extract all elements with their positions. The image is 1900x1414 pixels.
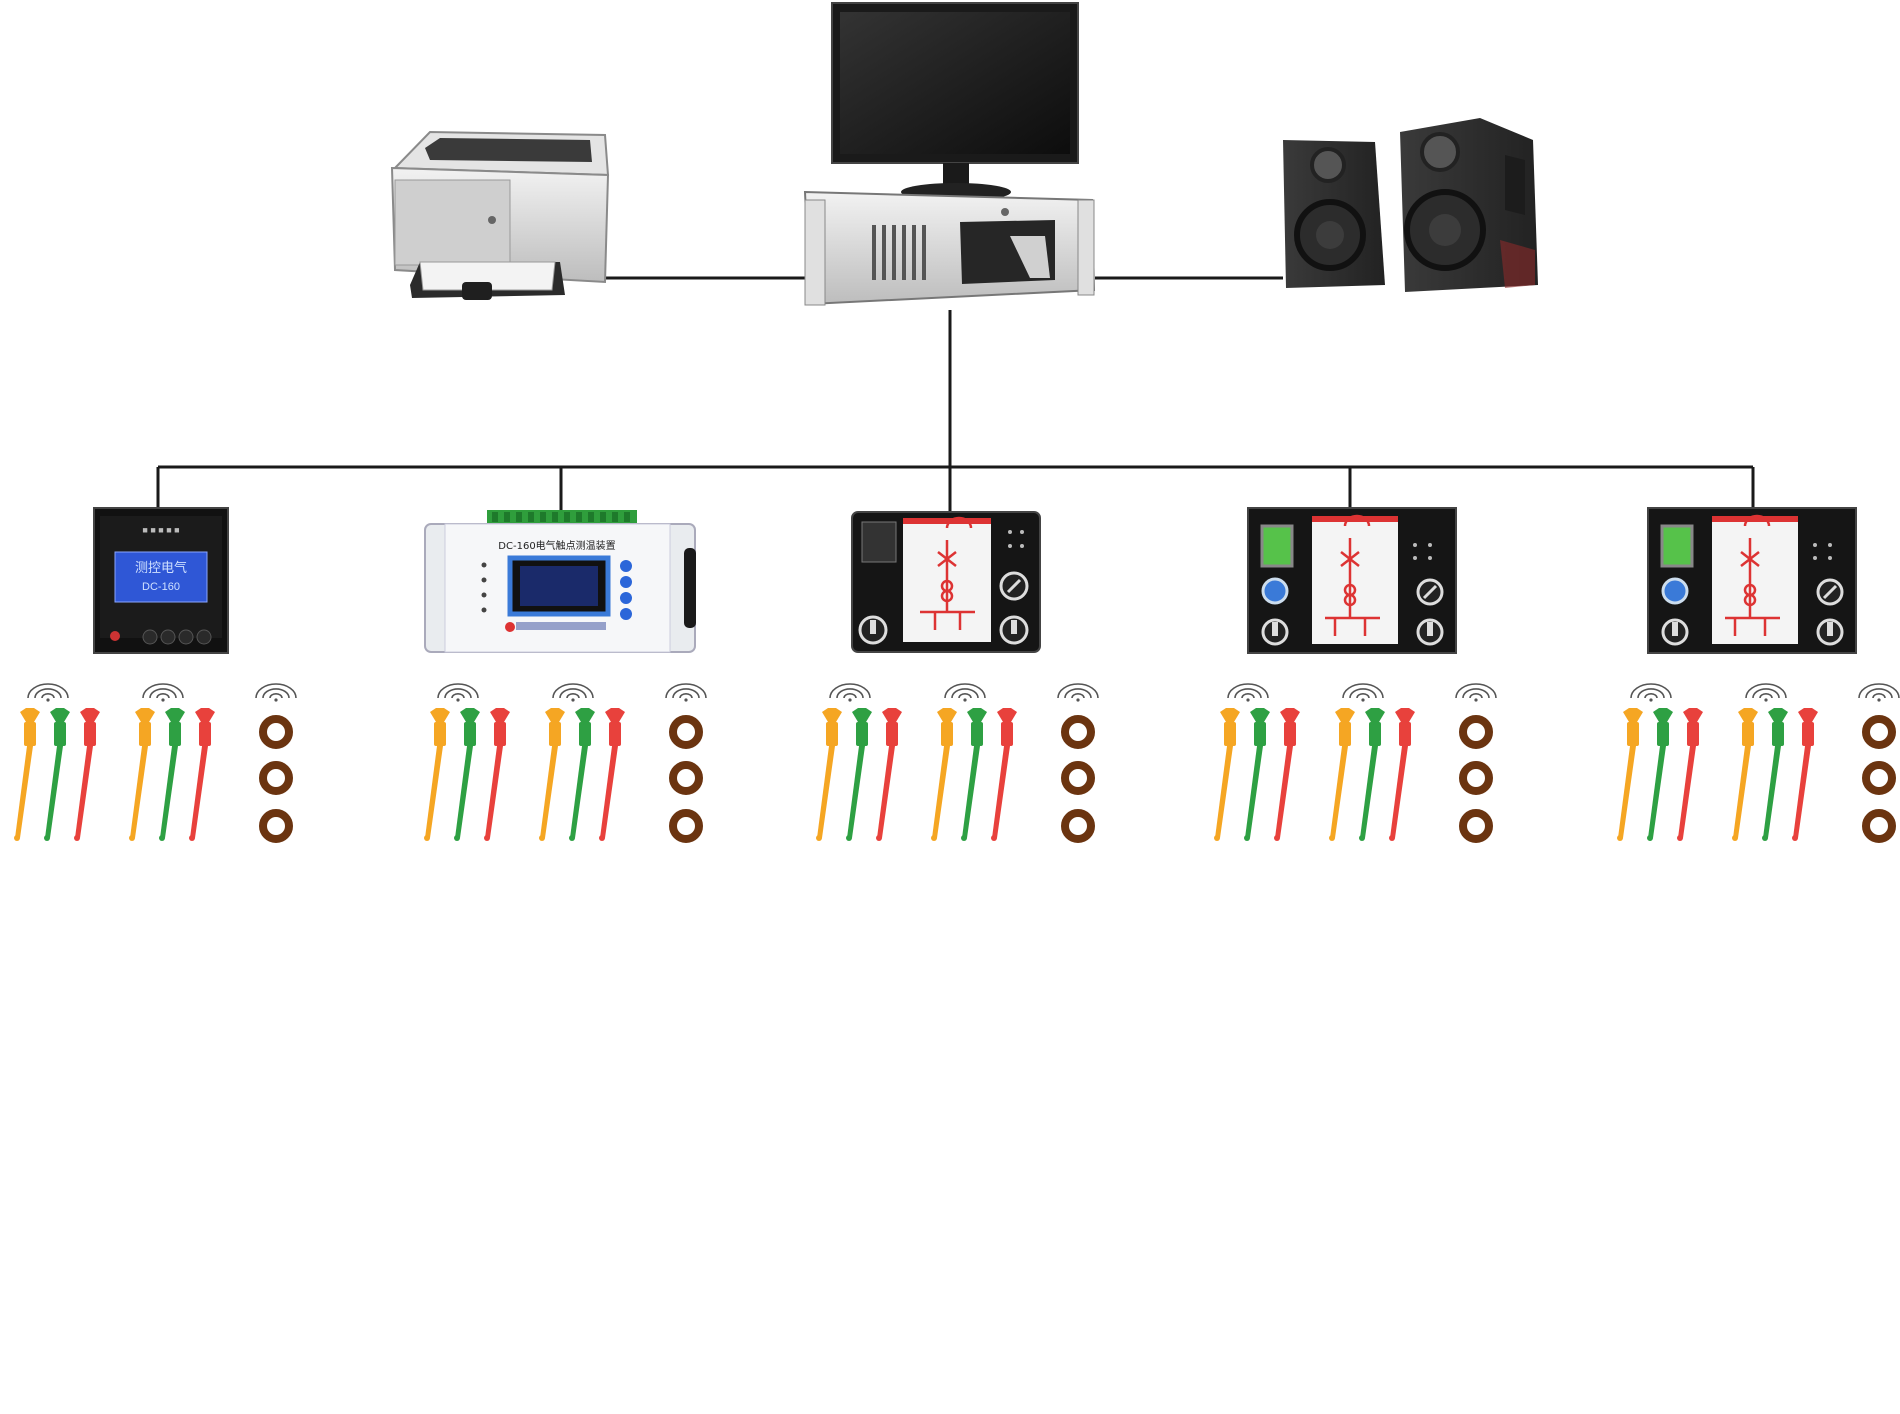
wireless-signal-icon	[27, 683, 69, 702]
wireless-signal-icon	[437, 683, 479, 702]
temperature-sensor-icon	[189, 708, 215, 841]
sensor-group-5	[1617, 683, 1900, 843]
ring-sensor-icon	[259, 761, 293, 795]
ring-sensor-icon	[259, 715, 293, 749]
wireless-signal-icon	[142, 683, 184, 702]
collector-device: DC-160电气触点测温装置	[424, 510, 696, 653]
temperature-sensor-icon	[484, 708, 510, 841]
terminal-block	[487, 510, 637, 524]
ring-sensor-icon	[1862, 761, 1896, 795]
meter-screen	[114, 551, 208, 603]
ring-sensor-icon	[669, 715, 703, 749]
switchgear-panel-1	[851, 511, 1041, 653]
ring-sensor-icon	[1459, 715, 1493, 749]
temperature-sensor-icon	[424, 708, 450, 841]
temperature-sensor-icon	[1214, 708, 1240, 841]
sensor-group-2	[424, 683, 707, 843]
wireless-signal-icon	[1455, 683, 1497, 702]
meter-device-1: ■ ■ ■ ■ ■ 测控电气 DC-160	[93, 507, 229, 654]
switchgear-panel-3	[1647, 507, 1857, 654]
temperature-sensor-icon	[1762, 708, 1788, 841]
ring-sensor-icon	[669, 809, 703, 843]
temperature-sensor-icon	[44, 708, 70, 841]
temperature-sensor-icon	[1359, 708, 1385, 841]
temperature-sensor-icon	[1617, 708, 1643, 841]
temperature-sensor-icon	[159, 708, 185, 841]
temperature-sensor-icon	[991, 708, 1017, 841]
temperature-sensor-icon	[539, 708, 565, 841]
wireless-signal-icon	[1342, 683, 1384, 702]
ring-sensor-icon	[1862, 809, 1896, 843]
temperature-sensor-icon	[599, 708, 625, 841]
ring-sensor-icon	[1459, 761, 1493, 795]
temperature-sensor-icon	[14, 708, 40, 841]
drive-bays	[872, 225, 926, 280]
temperature-sensor-icon	[846, 708, 872, 841]
temperature-sensor-icon	[569, 708, 595, 841]
computer-icon	[803, 2, 1096, 306]
ring-sensor-icon	[1862, 715, 1896, 749]
svg-text:■ ■ ■ ■ ■: ■ ■ ■ ■ ■	[142, 525, 179, 535]
ring-sensor-icon	[1061, 761, 1095, 795]
temperature-sensor-icon	[1274, 708, 1300, 841]
temperature-sensor-icon	[1389, 708, 1415, 841]
wireless-signal-icon	[1630, 683, 1672, 702]
connection-lines	[156, 276, 1755, 512]
ring-sensor-icon	[1061, 715, 1095, 749]
sensor-groups	[14, 683, 1900, 843]
wireless-signal-icon	[829, 683, 871, 702]
switchgear-panel-2	[1247, 507, 1457, 654]
ring-sensor-icon	[669, 761, 703, 795]
meter-screen-text: 测控电气	[135, 560, 187, 576]
wireless-signal-icon	[552, 683, 594, 702]
temperature-sensor-icon	[931, 708, 957, 841]
collector-title: DC-160电气触点测温装置	[498, 539, 615, 552]
temperature-sensor-icon	[1329, 708, 1355, 841]
speaker-icon	[1283, 118, 1538, 292]
wireless-signal-icon	[1227, 683, 1269, 702]
ring-sensor-icon	[1061, 809, 1095, 843]
antenna	[684, 548, 696, 628]
temperature-sensor-icon	[1244, 708, 1270, 841]
ring-sensor-icon	[259, 809, 293, 843]
temperature-sensor-icon	[74, 708, 100, 841]
temperature-sensor-icon	[1677, 708, 1703, 841]
wireless-signal-icon	[1057, 683, 1099, 702]
temperature-sensor-icon	[961, 708, 987, 841]
wireless-signal-icon	[1858, 683, 1900, 702]
wireless-signal-icon	[1745, 683, 1787, 702]
sensor-group-4	[1214, 683, 1497, 843]
temperature-sensor-icon	[876, 708, 902, 841]
monitor-screen	[840, 12, 1070, 154]
wireless-signal-icon	[944, 683, 986, 702]
ring-sensor-icon	[1459, 809, 1493, 843]
sensor-group-3	[816, 683, 1099, 843]
printer-icon	[390, 130, 610, 300]
meter-model-text: DC-160	[142, 581, 180, 593]
wireless-signal-icon	[665, 683, 707, 702]
temperature-sensor-icon	[129, 708, 155, 841]
temperature-sensor-icon	[454, 708, 480, 841]
temperature-sensor-icon	[1732, 708, 1758, 841]
temperature-sensor-icon	[1792, 708, 1818, 841]
wireless-signal-icon	[255, 683, 297, 702]
sensor-group-1	[14, 683, 297, 843]
temperature-sensor-icon	[1647, 708, 1673, 841]
temperature-sensor-icon	[816, 708, 842, 841]
